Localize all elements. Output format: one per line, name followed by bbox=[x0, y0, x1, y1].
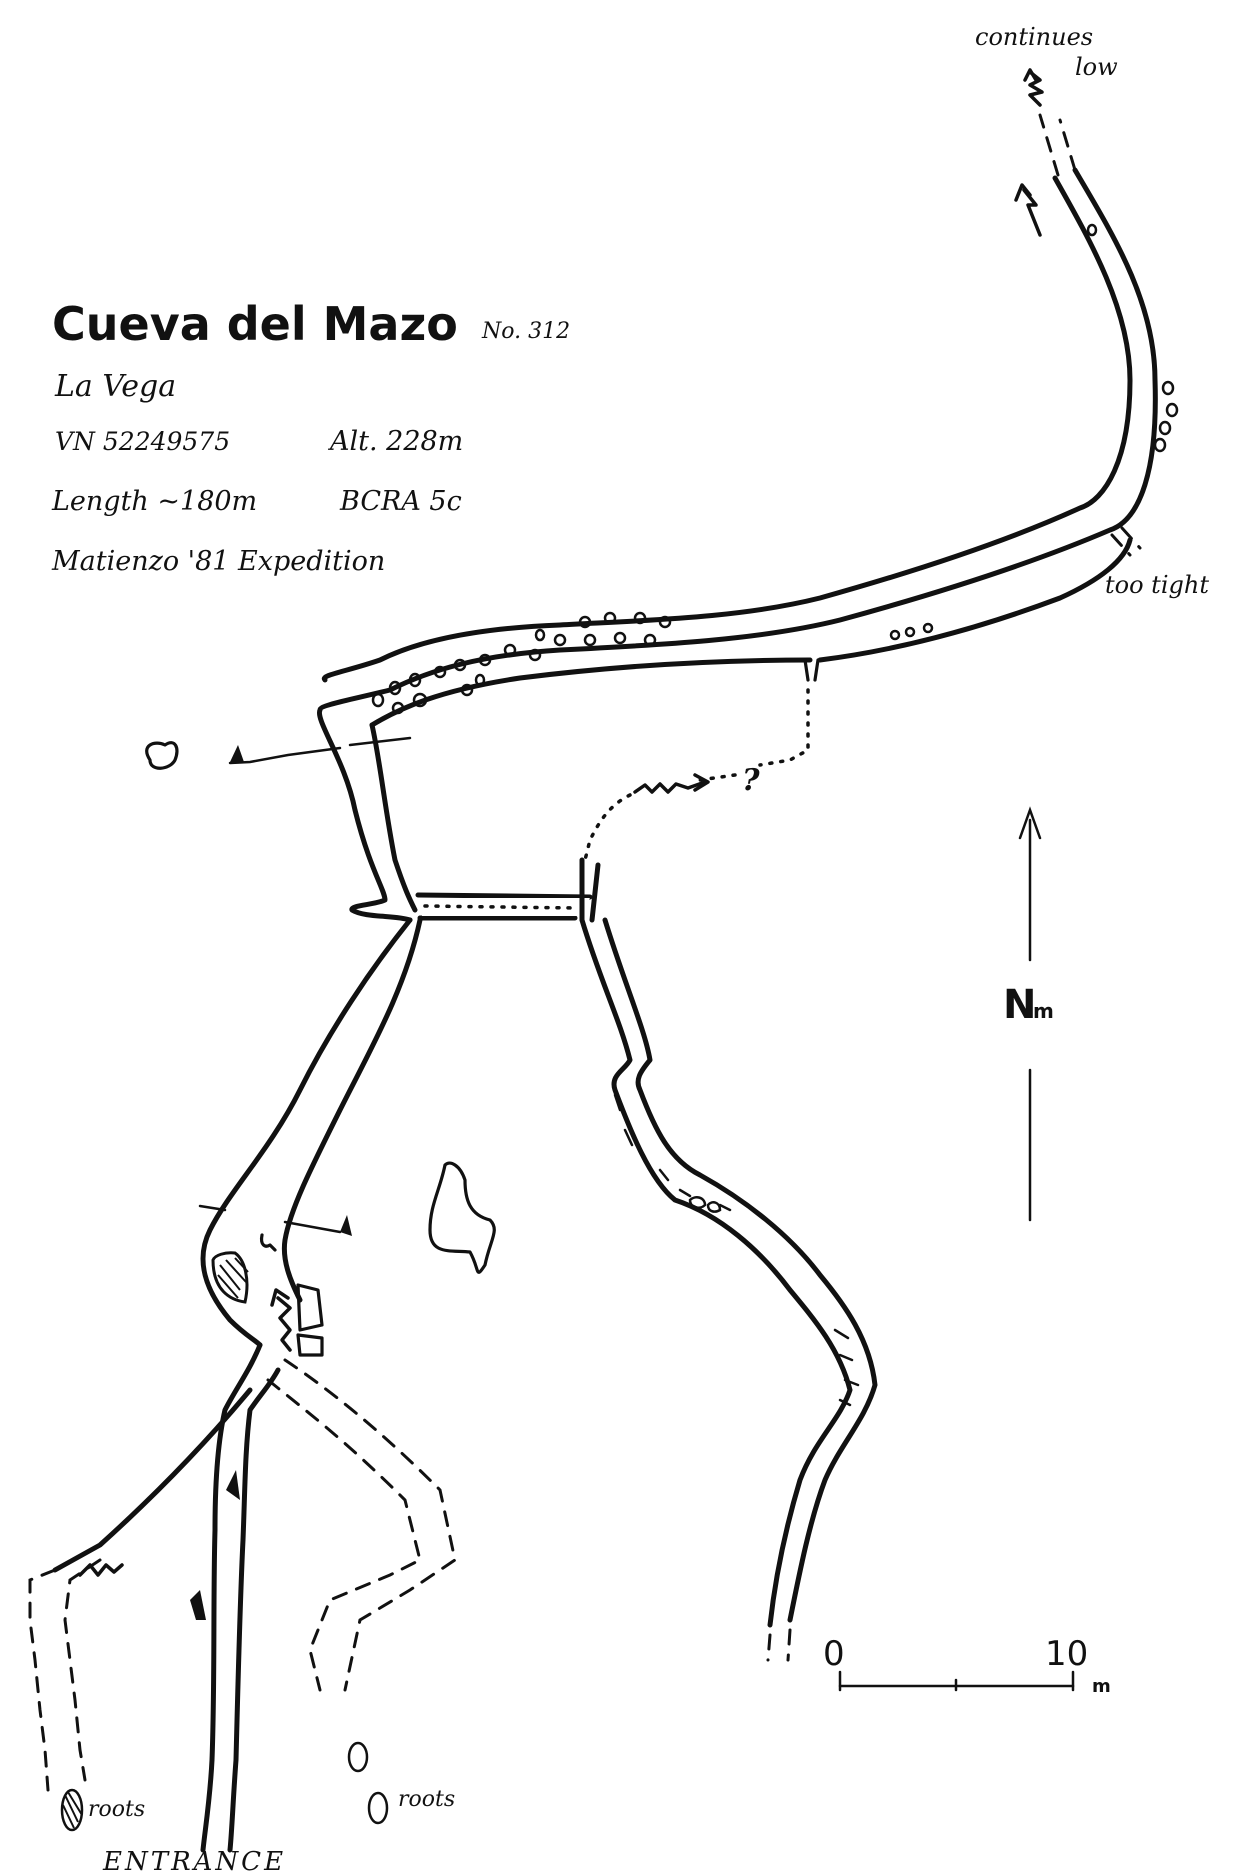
continues-label: continues bbox=[975, 23, 1093, 51]
entrance-label: ENTRANCE bbox=[102, 1847, 286, 1871]
title-block: Cueva del Mazo No. 312 La Vega VN 522495… bbox=[51, 297, 570, 577]
north-magnetic-label: m bbox=[1033, 999, 1054, 1023]
cave-title: Cueva del Mazo bbox=[52, 297, 458, 351]
scale-unit-label: m bbox=[1092, 1676, 1111, 1697]
question-mark: ? bbox=[742, 763, 760, 798]
draught-arrow-top-head bbox=[1023, 68, 1038, 82]
altitude-label: Alt. 228m bbox=[327, 426, 463, 457]
branch-stub bbox=[803, 658, 820, 682]
west-passage bbox=[200, 917, 423, 1357]
length-label: Length ~180m bbox=[51, 486, 257, 517]
draught-arrow-question bbox=[633, 780, 707, 794]
draught-arrow-top bbox=[1028, 70, 1044, 107]
cave-number: No. 312 bbox=[481, 319, 570, 344]
scale-start-label: 0 bbox=[823, 1634, 845, 1674]
continues-low-label: low bbox=[1075, 53, 1118, 81]
expedition-label: Matienzo '81 Expedition bbox=[51, 546, 385, 577]
entrance-passages bbox=[28, 1342, 457, 1853]
grade-label: BCRA 5c bbox=[339, 486, 462, 517]
too-tight-label: too tight bbox=[1105, 571, 1209, 599]
roots-label-left: roots bbox=[88, 1797, 145, 1822]
scale-end-label: 10 bbox=[1045, 1634, 1088, 1674]
draught-arrow-junction bbox=[270, 1288, 292, 1352]
draught-arrow-mid bbox=[1014, 183, 1042, 237]
cross-section-lower bbox=[198, 1204, 352, 1236]
upper-passage bbox=[316, 167, 1158, 923]
north-label: N bbox=[1003, 982, 1036, 1028]
cross-passage bbox=[415, 857, 601, 923]
cross-section-upper bbox=[145, 736, 412, 770]
location-label: La Vega bbox=[54, 369, 176, 404]
unsurveyed-lead-down bbox=[583, 793, 632, 862]
roots-label-right: roots bbox=[398, 1787, 455, 1812]
boulder-field bbox=[371, 223, 1179, 715]
scale-bar: 0 10 m bbox=[823, 1634, 1111, 1697]
continues-low-lead bbox=[1038, 113, 1077, 177]
rock-outline bbox=[428, 1161, 496, 1274]
north-arrow: N m bbox=[1003, 806, 1054, 1222]
too-tight-lead bbox=[1110, 526, 1142, 557]
draught-arrow-question-head bbox=[693, 773, 710, 792]
east-passage bbox=[579, 917, 878, 1662]
grid-reference: VN 52249575 bbox=[55, 427, 230, 456]
